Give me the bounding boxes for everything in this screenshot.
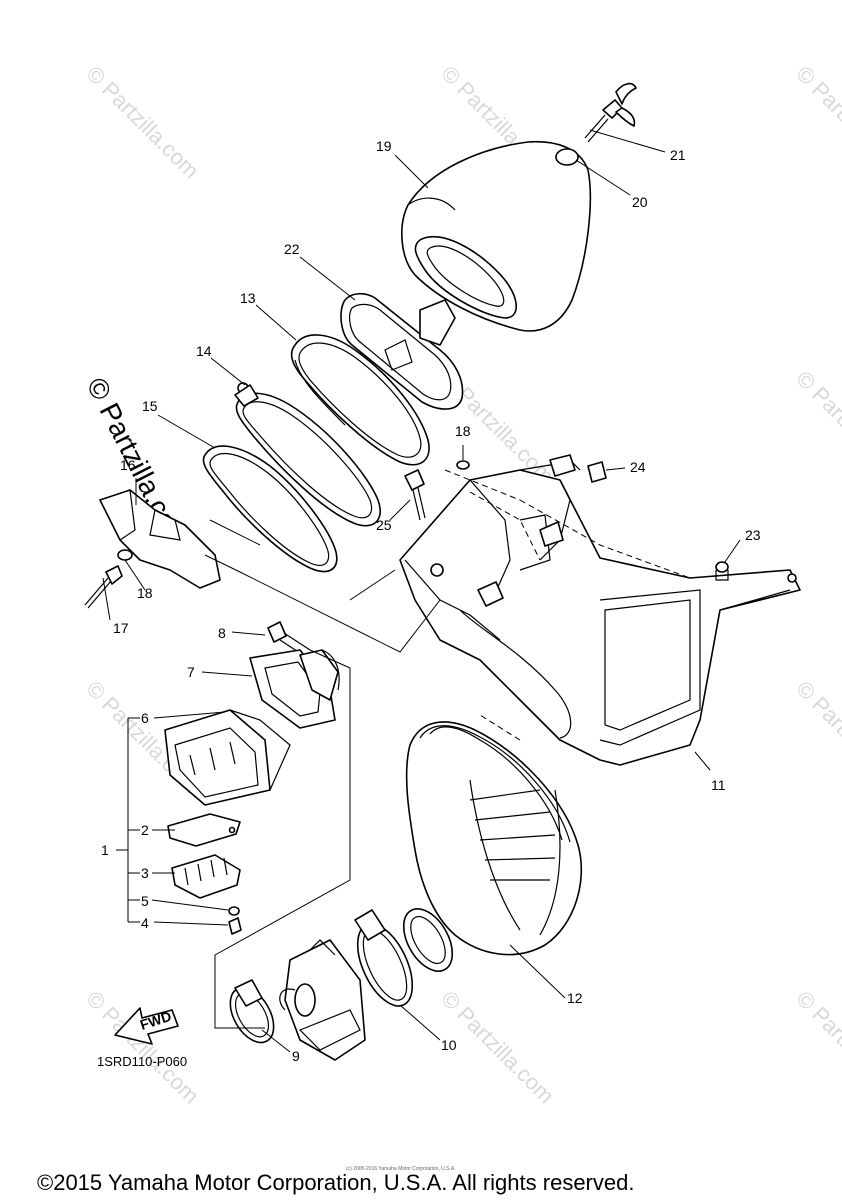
washer-18-left xyxy=(117,549,133,561)
callout-10: 10 xyxy=(441,1037,457,1053)
callout-14: 14 xyxy=(196,343,212,359)
carburetor xyxy=(279,939,366,1061)
callout-17: 17 xyxy=(113,620,129,636)
faint-watermark: © Partzilla.com xyxy=(791,61,842,184)
bolt-25 xyxy=(404,469,426,521)
filter-guide xyxy=(340,292,464,410)
callout-labels: 1 2 3 4 5 6 7 8 9 10 11 12 13 14 15 16 1… xyxy=(101,138,761,1064)
faint-watermark: © Partzilla.com xyxy=(81,61,204,184)
washer-20 xyxy=(555,148,579,166)
callout-12: 12 xyxy=(567,990,583,1006)
callout-4: 4 xyxy=(141,915,149,931)
callout-6: 6 xyxy=(141,710,149,726)
diagram-code: 1SRD110-P060 xyxy=(97,1054,187,1069)
callout-22: 22 xyxy=(284,241,300,257)
stopper-3 xyxy=(171,854,241,899)
air-boot xyxy=(402,721,583,972)
clamp-10 xyxy=(354,909,414,1007)
callout-11: 11 xyxy=(711,777,726,793)
reed-2 xyxy=(167,813,241,847)
plate-16 xyxy=(99,489,221,589)
grommet-18-top xyxy=(456,460,470,470)
callout-1: 1 xyxy=(101,842,109,858)
clamp-14 xyxy=(234,382,381,527)
callout-9: 9 xyxy=(292,1048,300,1064)
callout-3: 3 xyxy=(141,865,149,881)
washer-5 xyxy=(228,906,240,916)
callout-7: 7 xyxy=(187,664,195,680)
callout-20: 20 xyxy=(632,194,648,210)
faint-watermark: © Partzilla.com xyxy=(791,366,842,489)
bolt-8 xyxy=(267,621,311,658)
callout-13: 13 xyxy=(240,290,256,306)
faint-watermark: © Partzilla.com xyxy=(791,676,842,799)
air-filter-case xyxy=(399,454,801,766)
callout-5: 5 xyxy=(141,893,149,909)
callout-18-top: 18 xyxy=(455,423,471,439)
screw-4 xyxy=(228,917,242,935)
leader-lines xyxy=(102,129,741,1053)
air-filter-element xyxy=(401,140,592,332)
seal-13 xyxy=(290,334,430,466)
rivet-17 xyxy=(84,565,123,609)
sealing-ring-15 xyxy=(202,445,338,573)
clip-24 xyxy=(587,461,607,483)
callout-2: 2 xyxy=(141,822,149,838)
callout-18-left: 18 xyxy=(137,585,153,601)
grommet-23 xyxy=(715,561,729,581)
wing-bolt xyxy=(584,82,637,143)
callout-23: 23 xyxy=(745,527,761,543)
callout-24: 24 xyxy=(630,459,646,475)
reed-2-hole xyxy=(228,826,236,834)
callout-15: 15 xyxy=(142,398,158,414)
tiny-copyright: (c) 2005-2016 Yamaha Motor Corporation, … xyxy=(346,1166,456,1172)
callout-25: 25 xyxy=(376,517,392,533)
callout-8: 8 xyxy=(218,625,226,641)
faint-watermark: © Partzilla.com xyxy=(791,986,842,1109)
faint-watermark: © Partzilla.com xyxy=(81,986,204,1109)
joint-7 xyxy=(249,649,340,729)
callout-16: 16 xyxy=(120,457,136,473)
clamp-9 xyxy=(229,979,275,1044)
reed-valve-6 xyxy=(164,709,291,806)
callout-19: 19 xyxy=(376,138,392,154)
copyright-notice: ©2015 Yamaha Motor Corporation, U.S.A. A… xyxy=(37,1170,634,1195)
callout-21: 21 xyxy=(670,147,686,163)
